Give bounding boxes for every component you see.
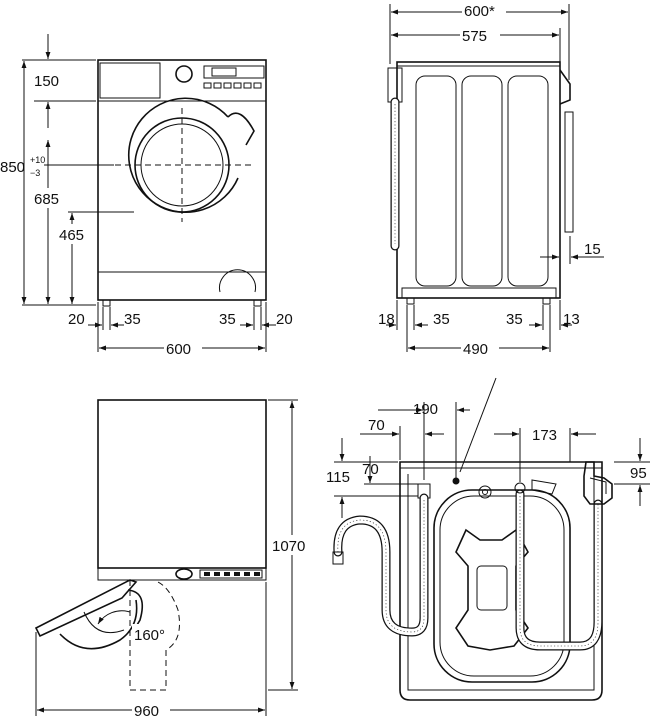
door-handle-icon (227, 112, 255, 146)
rear-drain-fitting (514, 482, 526, 494)
foot-left (102, 299, 111, 307)
dim-foot-offset-left: 20 (68, 311, 85, 328)
dim-total-height: 850 (0, 159, 25, 176)
dim-depth-body: 575 (462, 28, 487, 45)
rear-inlet-hose (333, 493, 429, 637)
side-body (396, 61, 561, 299)
top-view: 160° 1070 960 (34, 399, 312, 720)
side-foot-left (406, 297, 415, 305)
side-foot-right (542, 297, 551, 305)
dim-depth-total: 600* (464, 3, 495, 20)
control-display-screen (211, 67, 237, 77)
control-display (203, 65, 265, 79)
door-swing-outline (129, 580, 180, 691)
dim-back-protrusion: 15 (584, 241, 601, 258)
rear-view: 190 70 173 115 70 95 (326, 377, 650, 701)
dim-600-bg (164, 339, 202, 357)
side-panel-2 (461, 75, 503, 287)
rear-inlet-point (452, 477, 460, 485)
dim-600star-bg (462, 2, 506, 20)
dim-height-top: 150 (34, 73, 59, 90)
dim-top-height: 1070 (272, 538, 305, 555)
dim-hose-left-offset: 70 (368, 417, 385, 434)
door-frame (127, 97, 239, 213)
foot-right (253, 299, 262, 307)
rear-bracket-slot (476, 565, 508, 611)
dim-490-bg (461, 339, 499, 357)
top-body (97, 399, 267, 569)
dim-drain-offset: 173 (532, 427, 557, 444)
dim-1070-bg (272, 535, 312, 555)
front-body (97, 59, 267, 301)
dim-foot-offset-right: 20 (276, 311, 293, 328)
dim-side-foot-width-right: 35 (506, 311, 523, 328)
top-knob-icon (175, 568, 193, 580)
dim-960-bg (132, 701, 170, 719)
rear-panel (433, 489, 571, 683)
rear-center-port (478, 485, 492, 499)
side-view: 600* 575 15 18 35 35 13 490 (378, 2, 604, 358)
dim-tolerance-upper: +10 (30, 155, 45, 165)
detergent-drawer (99, 62, 161, 99)
side-panel-1 (415, 75, 457, 287)
rear-drain-hose (515, 489, 603, 651)
top-front-panel (97, 567, 267, 581)
open-door-inner (83, 611, 125, 634)
top-control-dots (204, 572, 260, 576)
dim-tolerance-lower: −3 (30, 168, 40, 178)
rear-drain-outlet (531, 479, 557, 495)
side-base (401, 287, 557, 299)
angle-label-bg (132, 624, 172, 642)
dim-door-center-height: 685 (34, 191, 59, 208)
angle-arc (97, 610, 131, 625)
dim-side-foot-span: 490 (463, 341, 488, 358)
side-panel-3 (507, 75, 549, 287)
dim-foot-width-right: 35 (219, 311, 236, 328)
dim-side-foot-offset-right: 13 (563, 311, 580, 328)
dim-inlet-offset: 190 (413, 401, 438, 418)
side-back-panel (564, 111, 574, 233)
side-back-protrusion (559, 69, 571, 105)
rear-panel-inner (439, 495, 565, 677)
dim-side-foot-width-left: 35 (433, 311, 450, 328)
drain-hook (583, 461, 613, 505)
dim-hose-height-offset: 70 (362, 461, 379, 478)
open-door-panel (34, 579, 138, 638)
filter-cover (219, 269, 256, 293)
dim-door-bottom-height: 465 (59, 227, 84, 244)
dim-685-bg (33, 188, 67, 208)
dim-door-angle: 160° (134, 627, 165, 644)
dim-left-height: 115 (326, 469, 350, 486)
open-door-hinge (127, 589, 144, 631)
dim-side-foot-offset-left: 18 (378, 311, 395, 328)
rear-inlet-hose-end (332, 551, 344, 565)
dim-front-width: 600 (166, 341, 191, 358)
dim-right-height: 95 (630, 465, 647, 482)
dim-door-open-width: 960 (134, 703, 159, 720)
program-knob-icon (175, 65, 193, 83)
dim-575-bg (460, 26, 500, 44)
open-door-glass (59, 599, 138, 650)
front-view: 150 850 +10 −3 685 465 20 35 35 20 600 (0, 34, 293, 358)
top-controls (199, 569, 263, 579)
control-buttons (203, 82, 262, 89)
dim-465-bg (58, 224, 92, 244)
side-hose-connector (387, 67, 403, 103)
rear-body (399, 461, 603, 701)
dim-foot-width-left: 35 (124, 311, 141, 328)
inlet-pointer (459, 377, 497, 473)
